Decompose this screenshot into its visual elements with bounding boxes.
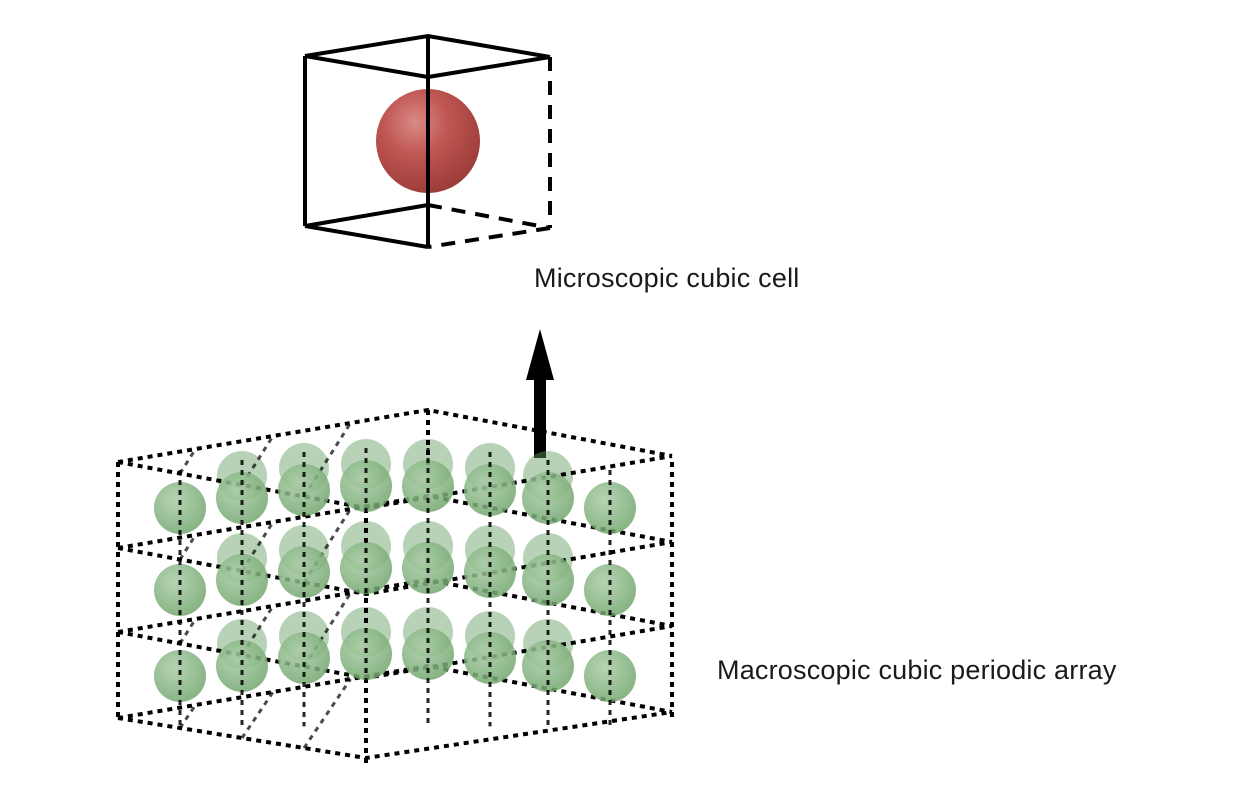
cell-edge-solid [304,224,429,249]
macro-sphere [216,472,268,524]
macro-sphere [154,482,206,534]
array-grid-line [302,678,352,749]
macroscopic-array [116,407,674,764]
macro-sphere [464,632,516,684]
cell-edge-solid [304,203,429,228]
macro-sphere [154,650,206,702]
array-grid-line [178,704,197,729]
array-grid-line [178,534,197,561]
cell-edge-solid [304,54,429,79]
array-grid-line [117,407,673,464]
microscopic-cell [303,33,552,249]
macro-sphere [278,464,330,516]
cell-edge-hidden [427,226,551,249]
array-grid-line [178,618,197,645]
macro-sphere [522,640,574,692]
macro-sphere [522,472,574,524]
macroscopic-array-label: Macroscopic cubic periodic array [717,655,1117,685]
macro-sphere [584,482,636,534]
macro-sphere [216,640,268,692]
array-grid-line [240,691,275,739]
macro-sphere [278,632,330,684]
macro-sphere [402,628,454,680]
macro-sphere [402,460,454,512]
cell-edge-hidden [427,203,551,230]
array-grid-line [178,448,197,475]
up-arrow [526,329,554,458]
cell-edge-solid [427,55,551,79]
macro-sphere [464,464,516,516]
macro-sphere [340,460,392,512]
macro-sphere [340,628,392,680]
macro-sphere [584,650,636,702]
microscopic-cell-label: Microscopic cubic cell [534,263,800,293]
array-grid-line [117,710,673,761]
